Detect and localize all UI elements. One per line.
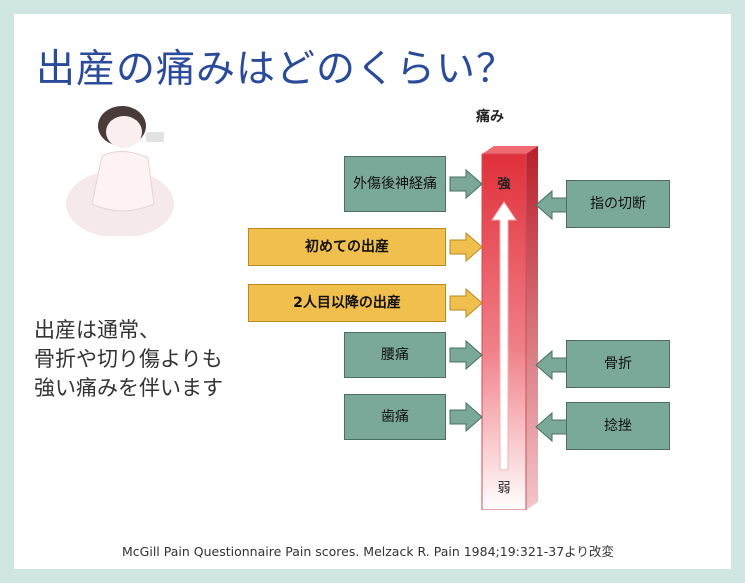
pain-axis-label: 痛み: [476, 109, 504, 125]
pain-item-label: 腰痛: [381, 346, 409, 363]
pain-item-later-birth: 2人目以降の出産: [248, 284, 446, 322]
pain-item-label: 指の切断: [590, 195, 646, 212]
scale-top-label: 強: [497, 176, 510, 192]
slide-title: 出産の痛みはどのくらい？: [36, 47, 517, 92]
pain-item-postherpetic: 外傷後神経痛: [344, 156, 446, 212]
pain-item-back-pain: 腰痛: [344, 332, 446, 378]
arrow-right-icon: [449, 231, 483, 263]
arrow-right-icon: [449, 287, 483, 319]
body-line: 出産は通常、: [34, 318, 160, 342]
arrow-left-icon: [535, 189, 569, 221]
pain-item-label: 外傷後神経痛: [353, 175, 437, 192]
body-text: 出産は通常、 骨折や切り傷よりも 強い痛みを伴います: [34, 316, 294, 403]
mother-illustration: [66, 106, 174, 236]
pain-item-label: 歯痛: [381, 408, 409, 425]
arrow-right-icon: [449, 401, 483, 433]
pain-item-first-birth: 初めての出産: [248, 228, 446, 266]
pain-item-fracture: 骨折: [566, 340, 670, 388]
body-line: 骨折や切り傷よりも: [34, 347, 223, 371]
pain-item-label: 捻挫: [604, 417, 632, 434]
source-citation: McGill Pain Questionnaire Pain scores. M…: [122, 544, 614, 559]
pain-item-toothache: 歯痛: [344, 394, 446, 440]
pain-scale-bar: 強 弱: [481, 146, 538, 510]
pain-item-sprain: 捻挫: [566, 402, 670, 450]
pain-item-finger-amputation: 指の切断: [566, 180, 670, 228]
arrow-left-icon: [535, 411, 569, 443]
arrow-right-icon: [449, 168, 483, 200]
pain-item-label: 2人目以降の出産: [293, 294, 401, 311]
arrow-left-icon: [535, 349, 569, 381]
body-line: 強い痛みを伴います: [34, 376, 223, 400]
pain-item-label: 初めての出産: [305, 238, 389, 255]
scale-bottom-label: 弱: [497, 481, 510, 496]
slide: 出産の痛みはどのくらい？ 出産は通常、 骨折や切り傷よりも 強い痛みを伴います …: [14, 14, 731, 569]
arrow-right-icon: [449, 339, 483, 371]
pain-item-label: 骨折: [604, 355, 632, 372]
